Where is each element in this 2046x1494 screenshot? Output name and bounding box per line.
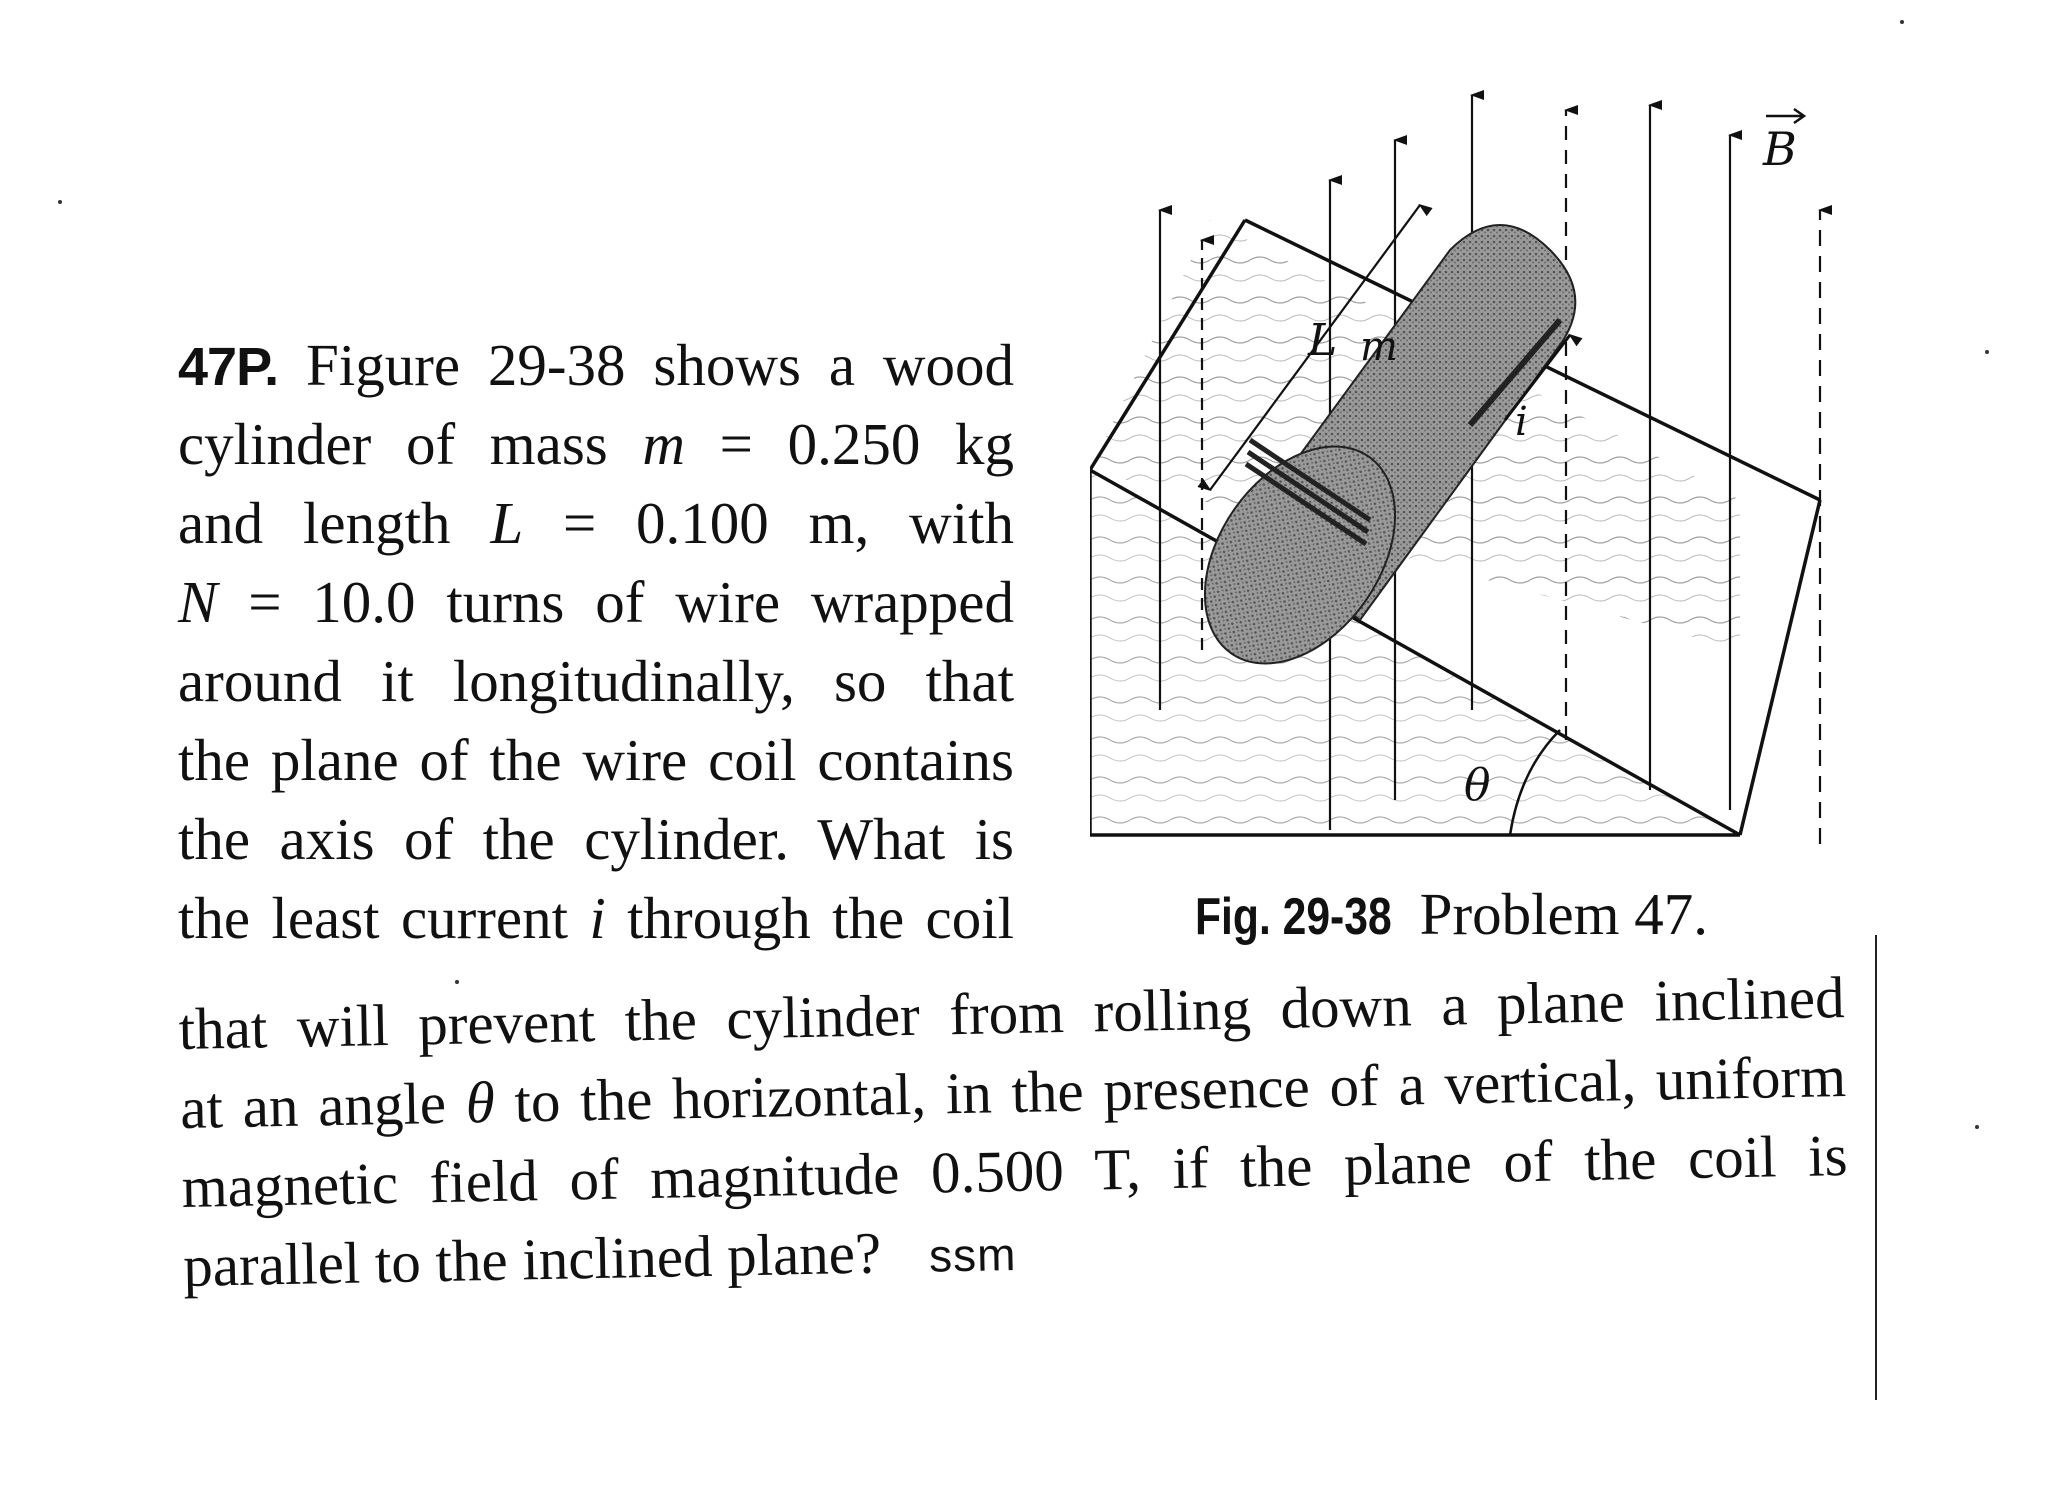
intro-line-text: the axis of the cylinder. What is — [178, 806, 1014, 872]
intro-line-text: = 10.0 turns of wire wrapped — [217, 569, 1014, 635]
intro-line: the least current i through the coil — [178, 879, 1014, 958]
intro-line-text: = 0.250 kg — [685, 411, 1014, 477]
figure-title: Problem 47. — [1419, 881, 1709, 947]
problem-continuation-text: that will prevent the cylinder from roll… — [178, 958, 1850, 1306]
scan-speck — [1900, 20, 1904, 24]
intro-line: N = 10.0 turns of wire wrapped — [178, 563, 1014, 642]
figure-caption: Fig. 29-38 Problem 47. — [1195, 880, 1708, 949]
intro-line: cylinder of mass m = 0.250 kg — [178, 405, 1014, 484]
intro-line: the plane of the wire coil contains — [178, 721, 1014, 800]
margin-rule — [1875, 935, 1877, 1400]
intro-line-text: Figure 29-38 shows a wood — [306, 332, 1014, 398]
field-label: B — [1762, 122, 1797, 176]
problem-intro-text: 47P. Figure 29-38 shows a wood cylinder … — [178, 326, 1014, 958]
intro-line: and length L = 0.100 m, with — [178, 484, 1014, 563]
intro-line: the axis of the cylinder. What is — [178, 800, 1014, 879]
scan-speck — [1985, 350, 1989, 354]
intro-line: around it longitudinally, so that — [178, 642, 1014, 721]
ssm-tag: ssm — [928, 1227, 1017, 1282]
current-arrow — [1503, 333, 1583, 421]
angle-label: θ — [1464, 760, 1491, 811]
continuation-line-text: at an angle — [179, 1069, 467, 1141]
angle-arc — [1508, 729, 1561, 836]
scan-speck — [1975, 1125, 1979, 1129]
continuation-line-text: parallel to the inclined plane? — [182, 1219, 882, 1299]
mass-symbol: m — [642, 411, 686, 477]
angle-symbol: θ — [465, 1068, 496, 1136]
current-symbol: i — [589, 885, 606, 951]
intro-line-text: the plane of the wire coil contains — [178, 727, 1014, 793]
current-label: i — [1515, 399, 1528, 445]
intro-line-text: the least current — [178, 885, 590, 951]
figure-label: Fig. 29-38 — [1195, 888, 1392, 946]
field-vector-arrowhead — [1793, 107, 1807, 125]
intro-line-text: around it longitudinally, so that — [178, 648, 1014, 714]
intro-line-text: and length — [178, 490, 491, 556]
intro-line-text: = 0.100 m, with — [523, 490, 1014, 556]
intro-line: 47P. Figure 29-38 shows a wood — [178, 326, 1014, 405]
scan-speck — [455, 980, 459, 984]
turns-symbol: N — [178, 569, 218, 635]
length-arrow — [1197, 203, 1433, 492]
length-symbol: L — [490, 490, 524, 556]
intro-line-text: cylinder of mass — [178, 411, 643, 477]
length-label: L — [1307, 315, 1337, 366]
mass-label: m — [1360, 324, 1398, 370]
scan-speck — [58, 200, 62, 204]
intro-line-text: through the coil — [605, 885, 1015, 951]
incline-cylinder-figure: θ B L m i — [1090, 90, 1832, 850]
problem-number: 47P. — [178, 337, 279, 397]
